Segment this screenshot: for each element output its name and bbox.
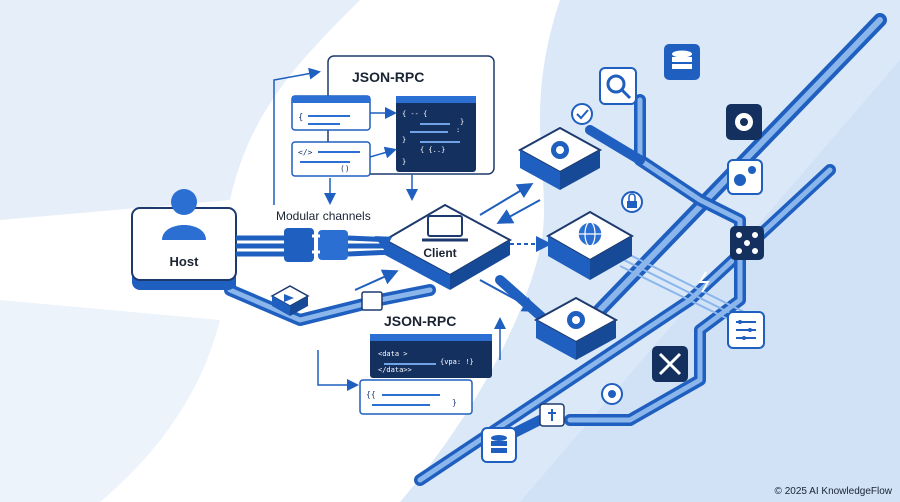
- power-icon: [698, 271, 710, 293]
- code-top-dark-1: }: [460, 118, 464, 126]
- code-bottom-dark-1: {vpa: !}: [440, 358, 474, 366]
- usb-icon: [539, 403, 565, 427]
- client-node: Client: [382, 203, 513, 290]
- code-top-dark-0: { -- {: [402, 110, 427, 118]
- code-top-dark-3: }: [402, 136, 406, 144]
- network-icon: [730, 226, 764, 260]
- code-top-dark-4: { {..}: [420, 146, 445, 154]
- bg-left-blob: [0, 0, 360, 220]
- server-gear-bottom: [533, 296, 619, 360]
- database-icon: [664, 44, 700, 80]
- client-arrows: [354, 182, 552, 312]
- code-top-win1: {: [298, 113, 303, 123]
- client-label: Client: [423, 246, 456, 260]
- jsonrpc-top-panel: JSON-RPC { </> () { -- { } : } { {..} }: [273, 55, 495, 205]
- pipe-valve-mid: [361, 291, 383, 311]
- jsonrpc-bottom-panel: JSON-RPC <data > {vpa: !} </data>> {{ }: [317, 313, 506, 415]
- code-bottom-light-1: }: [452, 398, 457, 407]
- search-icon: [599, 67, 637, 105]
- code-bottom-light-0: {{: [366, 390, 376, 399]
- host-label: Host: [170, 254, 200, 269]
- gear-icon: [551, 141, 569, 159]
- laptop-icon: [422, 215, 468, 242]
- code-bottom-dark-2: </data>>: [378, 366, 412, 374]
- code-bottom-dark-0: <data >: [378, 350, 408, 358]
- sliders-icon: [727, 311, 765, 349]
- tools-icon: [652, 346, 688, 382]
- database-icon: [481, 427, 517, 463]
- modular-channels-label: Modular channels: [276, 209, 371, 223]
- check-icon: [571, 103, 593, 125]
- bg-left-bottom: [0, 300, 220, 502]
- code-top-dark-5: }: [402, 158, 406, 166]
- gear-icon: [601, 383, 623, 405]
- server-globe: [545, 210, 635, 280]
- jsonrpc-bottom-label: JSON-RPC: [384, 313, 456, 329]
- gear-icon: [567, 311, 585, 329]
- jsonrpc-top-label: JSON-RPC: [352, 69, 424, 85]
- server-gear-top: [517, 126, 603, 190]
- globe-icon: [577, 221, 603, 247]
- plug-icon: [236, 228, 396, 262]
- host-node: Host: [131, 189, 237, 290]
- lock-icon: [621, 191, 643, 213]
- code-top-dark-2: :: [456, 126, 460, 134]
- code-top-win2-tag: </>: [298, 148, 313, 157]
- gears-icon: [727, 159, 763, 195]
- pipe-valve-left: [270, 285, 310, 316]
- gear-icon: [726, 104, 762, 140]
- copyright-text: © 2025 AI KnowledgeFlow: [775, 486, 893, 497]
- code-top-win2-line: (): [340, 164, 350, 173]
- user-icon: [162, 189, 206, 240]
